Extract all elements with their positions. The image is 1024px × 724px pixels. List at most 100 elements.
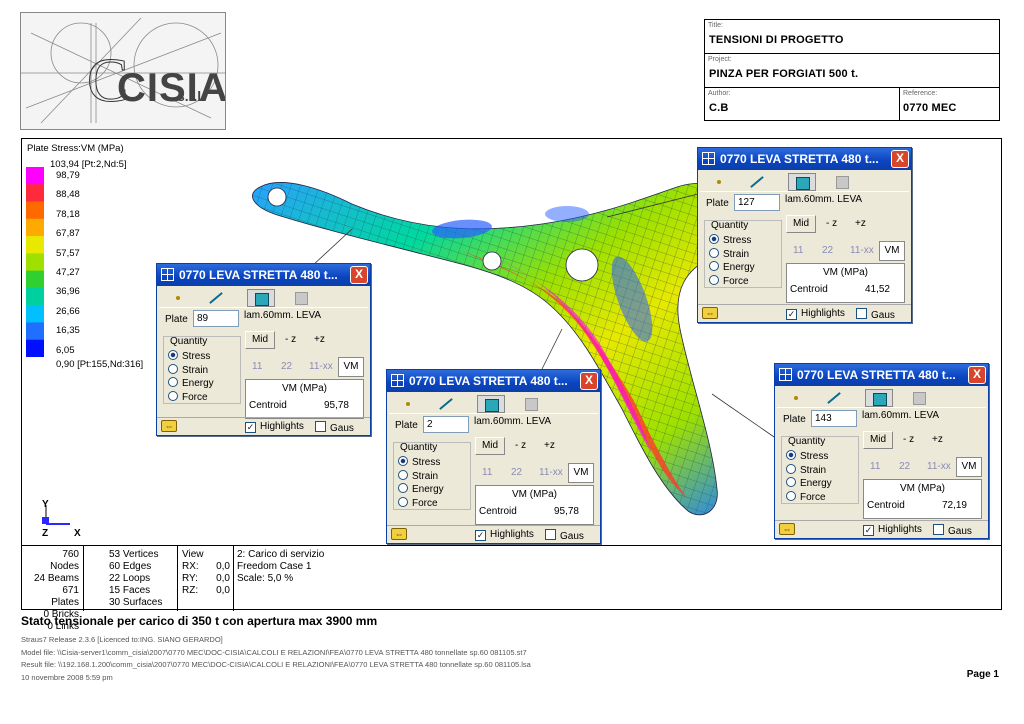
quantity-radio-energy[interactable]: Energy — [709, 261, 755, 273]
quantity-radio-strain[interactable]: Strain — [398, 470, 438, 482]
plus-z-button[interactable]: +z — [314, 334, 325, 345]
legend-max-label: 103,94 [Pt:2,Nd:5] — [50, 159, 127, 170]
quantity-radio-strain[interactable]: Strain — [786, 464, 826, 476]
mid-layer-button[interactable]: Mid — [786, 215, 816, 233]
swap-arrows-icon[interactable]: ⇔ — [702, 307, 718, 319]
quantity-radio-strain[interactable]: Strain — [709, 248, 749, 260]
plate-number-input[interactable]: 127 — [734, 194, 780, 211]
axis-22-button[interactable]: 22 — [511, 467, 523, 478]
layer-label: lam.60mm. LEVA — [785, 194, 863, 205]
plus-z-button[interactable]: +z — [932, 434, 943, 445]
highlights-checkbox[interactable]: Highlights — [245, 421, 304, 433]
minus-z-button[interactable]: - z — [826, 218, 838, 229]
beam-line-icon[interactable] — [819, 389, 847, 407]
highlights-checkbox[interactable]: Highlights — [786, 308, 845, 320]
minus-z-button[interactable]: - z — [285, 334, 297, 345]
model-viewport[interactable]: Plate Stress:VM (MPa) 103,94 [Pt:2,Nd:5]… — [21, 138, 1002, 632]
mid-layer-button[interactable]: Mid — [245, 331, 275, 349]
lever-part[interactable] — [252, 182, 742, 516]
close-button[interactable]: X — [891, 150, 909, 168]
axis-22-button[interactable]: 22 — [899, 461, 911, 472]
fea-mesh[interactable]: Y Z X — [22, 139, 1001, 543]
axis-11xx-button[interactable]: 11-xx — [539, 467, 563, 478]
plate-fill-icon[interactable] — [788, 173, 816, 191]
minus-z-button[interactable]: - z — [903, 434, 915, 445]
beam-line-icon[interactable] — [742, 173, 770, 191]
vm-button[interactable]: VM — [956, 457, 982, 477]
close-button[interactable]: X — [968, 366, 986, 384]
quantity-radio-force[interactable]: Force — [398, 497, 438, 509]
quantity-radio-energy[interactable]: Energy — [398, 483, 444, 495]
document-title: TENSIONI DI PROGETTO — [709, 34, 844, 46]
vm-button[interactable]: VM — [568, 463, 594, 483]
axis-11xx-button[interactable]: 11-xx — [309, 361, 333, 372]
quantity-radio-stress[interactable]: Stress — [786, 450, 828, 462]
axis-11-button[interactable]: 11 — [482, 467, 493, 478]
quantity-radio-energy[interactable]: Energy — [168, 377, 214, 389]
gaus-checkbox[interactable]: Gaus — [315, 421, 354, 434]
vm-button[interactable]: VM — [879, 241, 905, 261]
minus-z-button[interactable]: - z — [515, 440, 527, 451]
plate-fill-icon[interactable] — [865, 389, 893, 407]
close-button[interactable]: X — [350, 266, 368, 284]
gaus-checkbox[interactable]: Gaus — [933, 524, 972, 537]
gaus-checkbox[interactable]: Gaus — [545, 529, 584, 542]
plate-number-input[interactable]: 89 — [193, 310, 239, 327]
legend-value: 88,48 — [56, 189, 80, 201]
author-name: C.B — [709, 102, 729, 114]
brick-solid-icon[interactable] — [517, 395, 545, 413]
dialog-title-bar[interactable]: 0770 LEVA STRETTA 480 t... — [157, 264, 370, 286]
stat-line: 2: Carico di servizio — [237, 549, 325, 560]
mid-layer-button[interactable]: Mid — [475, 437, 505, 455]
mid-layer-button[interactable]: Mid — [863, 431, 893, 449]
quantity-radio-force[interactable]: Force — [168, 391, 208, 403]
dialog-title-bar[interactable]: 0770 LEVA STRETTA 480 t... — [698, 148, 911, 170]
plate-fill-icon[interactable] — [477, 395, 505, 413]
quantity-radio-stress[interactable]: Stress — [168, 350, 210, 362]
beam-line-icon[interactable] — [201, 289, 229, 307]
axis-11-button[interactable]: 11 — [793, 245, 804, 256]
axis-22-button[interactable]: 22 — [281, 361, 293, 372]
plate-number-input[interactable]: 2 — [423, 416, 469, 433]
axis-11xx-button[interactable]: 11-xx — [850, 245, 874, 256]
vm-button[interactable]: VM — [338, 357, 364, 377]
legend-value: 26,66 — [56, 305, 80, 317]
dialog-title-bar[interactable]: 0770 LEVA STRETTA 480 t... — [775, 364, 988, 386]
gaus-checkbox[interactable]: Gaus — [856, 308, 895, 321]
brick-solid-icon[interactable] — [287, 289, 315, 307]
axis-11-button[interactable]: 11 — [870, 461, 881, 472]
axis-11xx-button[interactable]: 11-xx — [927, 461, 951, 472]
quantity-radio-stress[interactable]: Stress — [709, 234, 751, 246]
swap-arrows-icon[interactable]: ⇔ — [161, 420, 177, 432]
node-point-icon[interactable] — [783, 389, 811, 407]
plus-z-button[interactable]: +z — [855, 218, 866, 229]
rotation-value: 0,0 — [216, 573, 230, 584]
dialog-title-bar[interactable]: 0770 LEVA STRETTA 480 t... — [387, 370, 600, 392]
quantity-radio-strain[interactable]: Strain — [168, 364, 208, 376]
swap-arrows-icon[interactable]: ⇔ — [779, 523, 795, 535]
plate-fill-icon[interactable] — [247, 289, 275, 307]
node-point-icon[interactable] — [706, 173, 734, 191]
close-button[interactable]: X — [580, 372, 598, 390]
highlights-checkbox[interactable]: Highlights — [475, 529, 534, 541]
quantity-radio-stress[interactable]: Stress — [398, 456, 440, 468]
highlights-checkbox[interactable]: Highlights — [863, 524, 922, 536]
node-point-icon[interactable] — [165, 289, 193, 307]
brick-solid-icon[interactable] — [905, 389, 933, 407]
plate-number-input[interactable]: 143 — [811, 410, 857, 427]
axis-11-button[interactable]: 11 — [252, 361, 263, 372]
quantity-radio-force[interactable]: Force — [709, 275, 749, 287]
quantity-radio-energy[interactable]: Energy — [786, 477, 832, 489]
quantity-radio-force[interactable]: Force — [786, 491, 826, 503]
axis-22-button[interactable]: 22 — [822, 245, 834, 256]
node-point-icon[interactable] — [395, 395, 423, 413]
plus-z-button[interactable]: +z — [544, 440, 555, 451]
brick-solid-icon[interactable] — [828, 173, 856, 191]
swap-arrows-icon[interactable]: ⇔ — [391, 528, 407, 540]
beam-line-icon[interactable] — [431, 395, 459, 413]
